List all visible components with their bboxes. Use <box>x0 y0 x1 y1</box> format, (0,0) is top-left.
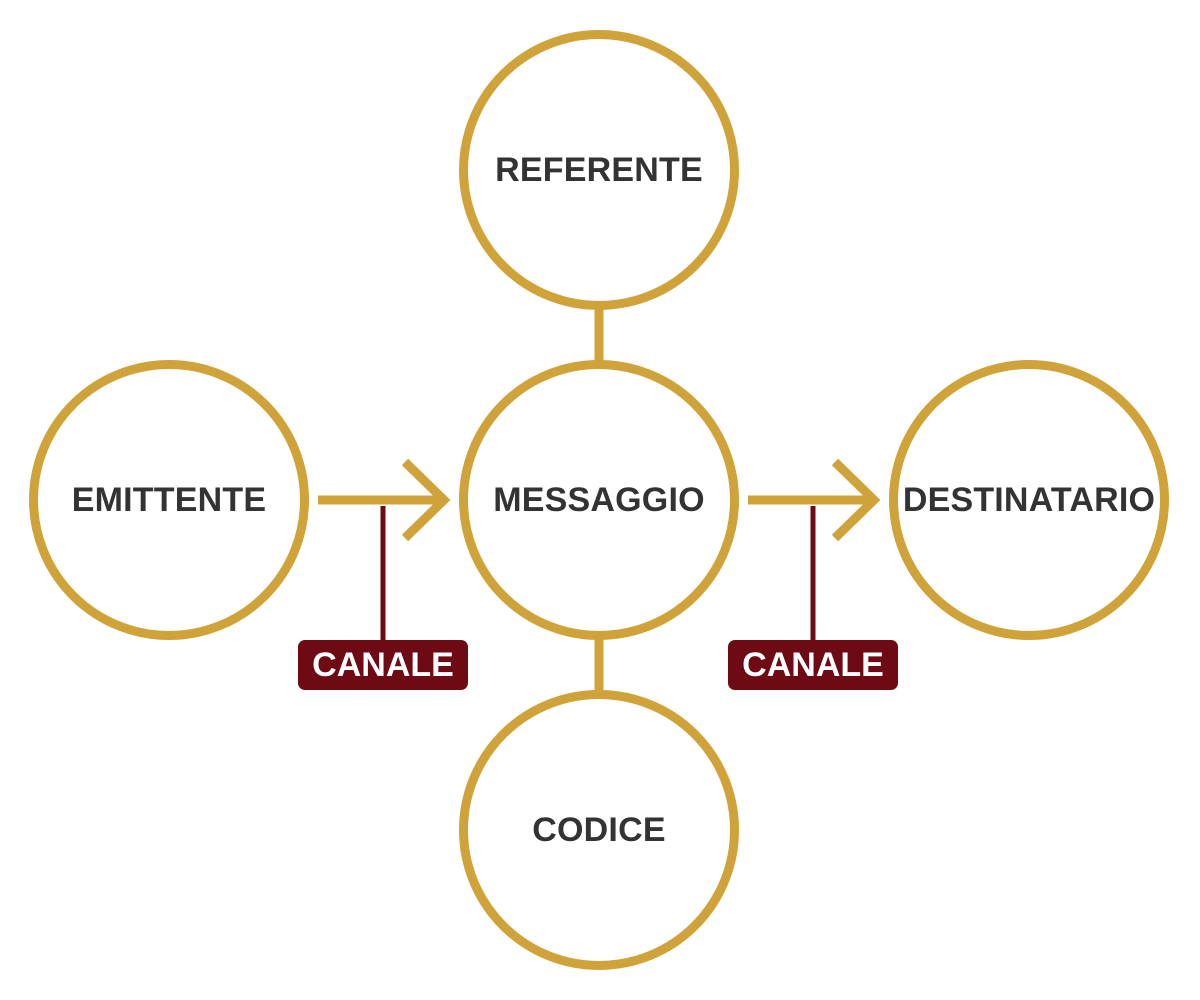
channel-tag-right: CANALE <box>728 640 898 690</box>
node-referente-label: REFERENTE <box>495 150 703 189</box>
arrowhead-emittente-messaggio <box>401 458 451 542</box>
node-emittente: EMITTENTE <box>29 360 309 640</box>
node-messaggio: MESSAGGIO <box>459 360 739 640</box>
channel-tag-right-label: CANALE <box>742 645 884 684</box>
node-codice: CODICE <box>459 690 739 970</box>
arrowhead-messaggio-destinatario <box>831 458 881 542</box>
node-messaggio-label: MESSAGGIO <box>493 480 705 519</box>
channel-tag-left-label: CANALE <box>312 645 454 684</box>
node-referente: REFERENTE <box>459 30 739 310</box>
node-emittente-label: EMITTENTE <box>71 480 267 519</box>
node-destinatario: DESTINATARIO <box>889 360 1169 640</box>
channel-tag-left: CANALE <box>298 640 468 690</box>
node-codice-label: CODICE <box>532 810 666 849</box>
node-destinatario-label: DESTINATARIO <box>902 480 1156 519</box>
